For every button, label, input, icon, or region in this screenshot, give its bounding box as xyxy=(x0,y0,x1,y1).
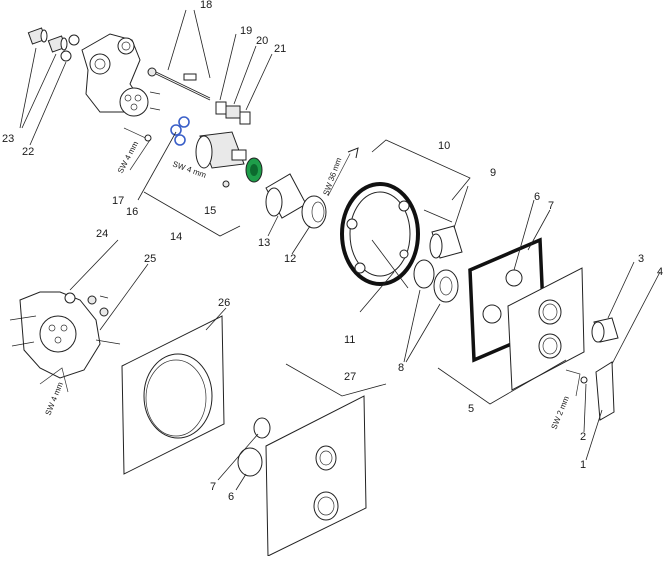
callout-19: 19 xyxy=(240,25,252,37)
part-22-washers xyxy=(29,34,80,146)
callout-17: 17 xyxy=(112,195,124,207)
part-3-knob xyxy=(591,261,635,343)
callout-10: 10 xyxy=(438,140,450,152)
callout-13: 13 xyxy=(258,237,270,249)
part-27-trim-plate xyxy=(265,363,387,557)
tool-label-2: SW 2 mm xyxy=(550,395,572,431)
part-23-threaded-inserts xyxy=(19,27,68,129)
callout-20: 20 xyxy=(256,35,268,47)
callout-23: 23 xyxy=(2,133,14,145)
part-5-cover-plate xyxy=(437,267,585,405)
callout-11: 11 xyxy=(344,334,355,346)
callout-12: 12 xyxy=(284,253,296,265)
part-26-wall-plate xyxy=(121,307,227,475)
callout-24: 24 xyxy=(96,228,108,240)
callout-1: 1 xyxy=(580,459,586,471)
callout-25: 25 xyxy=(144,253,156,265)
part-11-screws xyxy=(359,209,453,313)
part-10-mounting-ring xyxy=(340,139,471,286)
callout-8: 8 xyxy=(398,362,404,374)
callout-6-lower: 6 xyxy=(228,491,234,503)
green-nut xyxy=(245,157,263,183)
part-8-rings xyxy=(403,259,459,363)
part-16-seals xyxy=(137,116,190,201)
lower-washers-6-7 xyxy=(217,417,271,491)
mixer-body xyxy=(81,33,161,117)
part-2-hex-key xyxy=(565,369,603,461)
cartridge xyxy=(195,131,247,188)
callout-22: 22 xyxy=(22,146,34,158)
tool-label-24: SW 4 mm xyxy=(44,381,66,417)
part-13-sleeve xyxy=(265,173,307,237)
callout-14: 14 xyxy=(170,231,182,243)
callout-2: 2 xyxy=(580,431,586,443)
callout-16: 16 xyxy=(126,206,138,218)
part-24-25-lower-body xyxy=(9,239,149,393)
part-18-screws xyxy=(147,9,211,101)
wrench-sw36 xyxy=(327,147,359,197)
callout-4: 4 xyxy=(657,266,663,278)
part-17-hex-key xyxy=(123,127,152,171)
tool-label-17: SW 4 mm xyxy=(116,139,141,175)
callout-27: 27 xyxy=(344,371,356,383)
callout-7-lower: 7 xyxy=(210,481,216,493)
callout-5: 5 xyxy=(468,403,474,415)
callout-6-upper: 6 xyxy=(534,191,540,203)
callout-3: 3 xyxy=(638,253,644,265)
part-12-nut xyxy=(291,195,327,255)
tool-label-12: SW 36 mm xyxy=(321,156,343,197)
part-4-lever xyxy=(595,271,661,421)
callout-7-upper: 7 xyxy=(548,200,554,212)
group-14-bracket xyxy=(143,191,241,237)
callout-18: 18 xyxy=(200,0,212,11)
callout-9: 9 xyxy=(490,167,496,179)
part-9-cylinder xyxy=(429,185,469,259)
callout-26: 26 xyxy=(218,297,230,309)
callout-21: 21 xyxy=(274,43,286,55)
callout-labels: 23 22 18 19 20 21 17 16 15 14 13 12 10 9… xyxy=(2,0,663,503)
callout-15: 15 xyxy=(204,205,216,217)
parts-19-20-21-valve-stack xyxy=(215,33,273,125)
